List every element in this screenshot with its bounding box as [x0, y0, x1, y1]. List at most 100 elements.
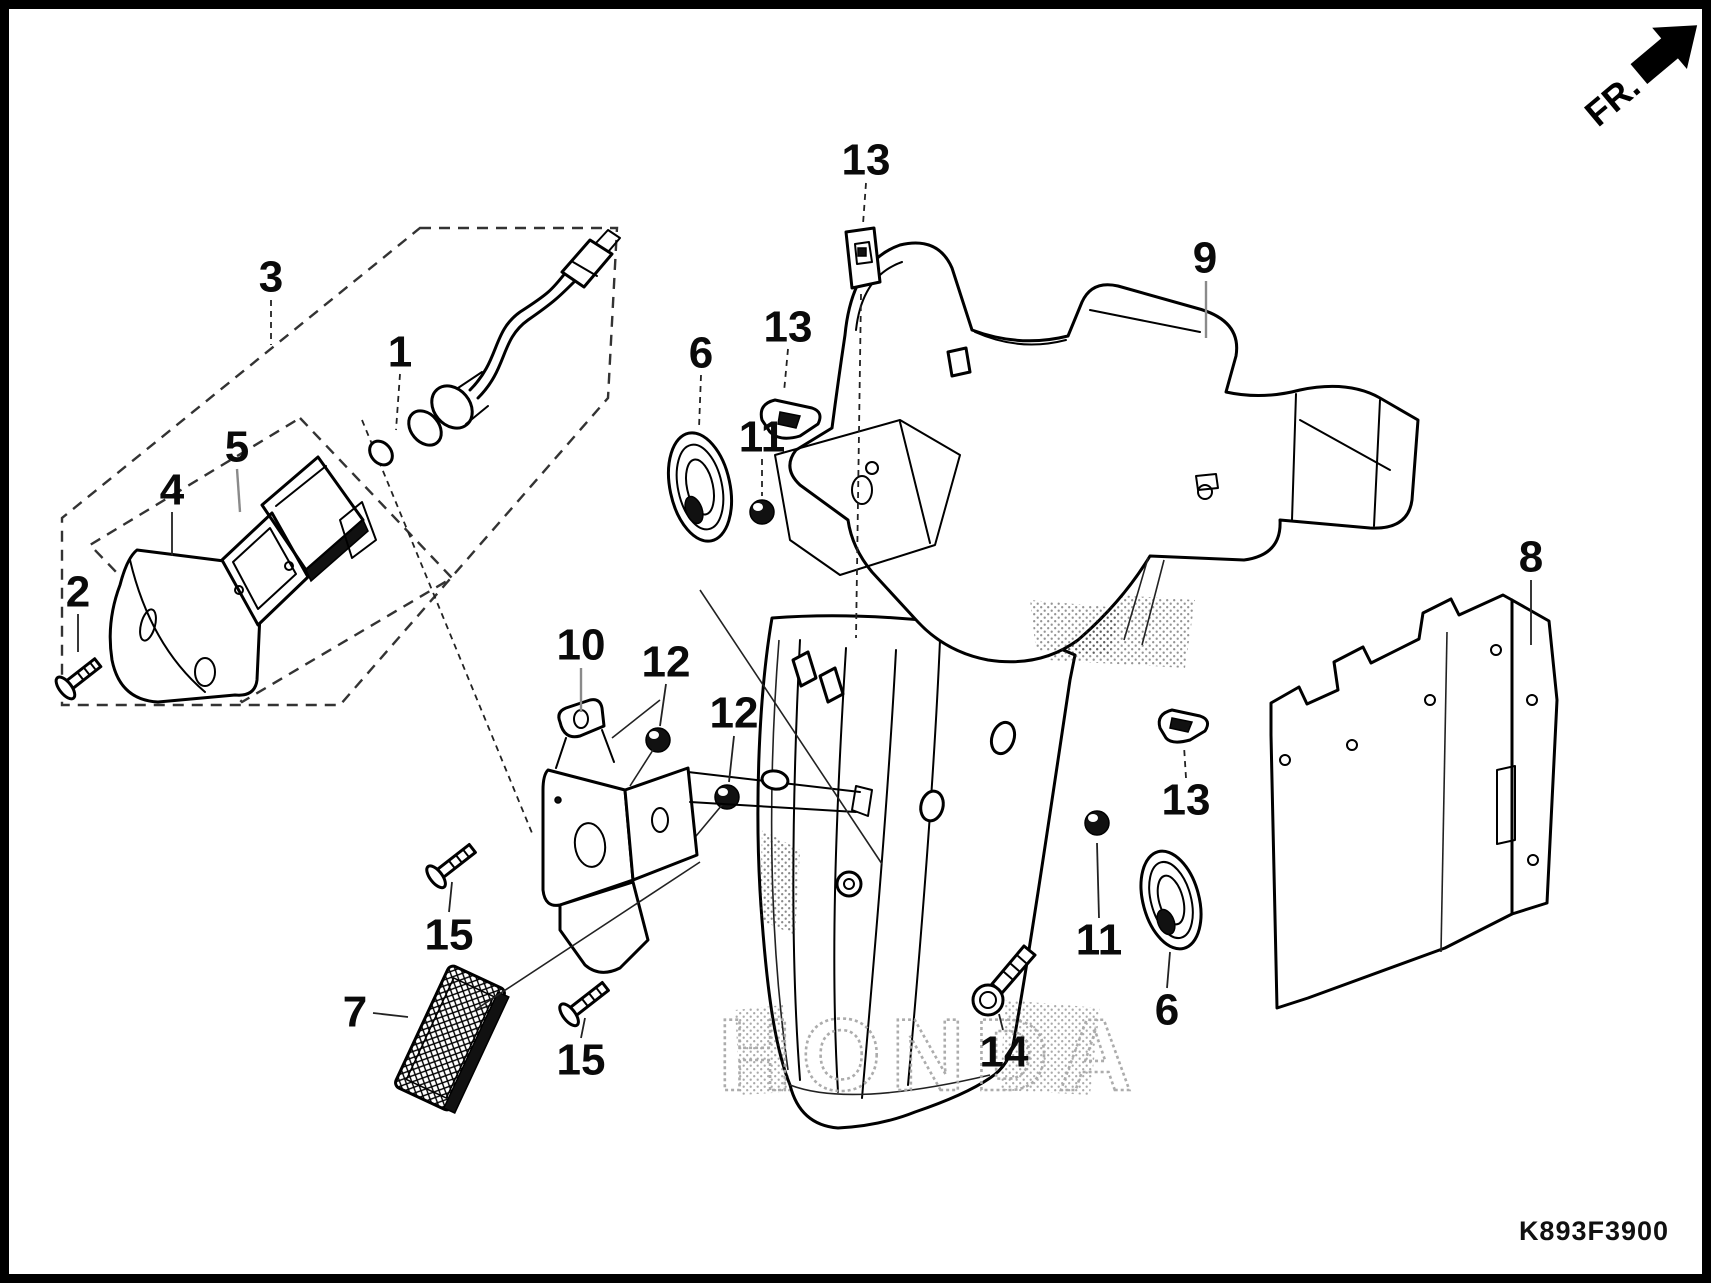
housing-hole: [194, 657, 216, 687]
nut-body: [1084, 810, 1110, 836]
callout-6-leader: [1166, 951, 1171, 989]
fender-rib: [861, 649, 897, 1099]
callout-5: 5: [225, 423, 249, 472]
fender-hole: [919, 789, 945, 823]
reflector-side: [442, 990, 510, 1115]
bolt-14: [971, 944, 1037, 1017]
grommet-mid: [1148, 860, 1194, 940]
bulb: [368, 439, 394, 467]
clip-slot: [857, 247, 867, 257]
screw-thread: [82, 666, 91, 677]
license-bracket-10: [541, 698, 873, 974]
callout-12: 12: [710, 689, 759, 738]
mud-flap-hole: [1527, 854, 1539, 866]
callout-15: 15: [557, 1036, 606, 1085]
callout-13: 13: [842, 136, 891, 185]
screw-thread: [587, 991, 597, 1002]
callout-14-leader: [998, 1013, 1004, 1031]
bolt-flange: [971, 983, 1005, 1017]
callout-11-leader: [1096, 842, 1100, 919]
clip-13b: [759, 398, 822, 440]
fender-bottom-liner: [789, 1074, 991, 1096]
callout-3: 3: [259, 253, 283, 302]
bracket-neck: [555, 737, 567, 769]
connector-line: [1123, 557, 1149, 641]
callout-8: 8: [1519, 533, 1543, 582]
small-hole: [865, 461, 879, 475]
mud-flap-hole: [1279, 754, 1291, 766]
shade-patch: [1030, 600, 1120, 655]
fender-hole-inner: [843, 878, 855, 890]
bracket-side-face: [623, 766, 699, 882]
screw-head: [425, 864, 447, 890]
gasket-inner: [232, 527, 297, 610]
fender-bracket-line: [699, 589, 883, 865]
mud-flap-hole: [1424, 694, 1436, 706]
gasket-hole: [234, 585, 244, 595]
mud-flap-hole: [1346, 739, 1358, 751]
nut-body: [749, 499, 775, 525]
socket-body: [457, 371, 489, 425]
bolt-head: [979, 991, 997, 1009]
socket-mouth: [407, 409, 443, 447]
screw-15b: [558, 981, 610, 1028]
stipple-patch: [1000, 1000, 1100, 1095]
screw-thread: [454, 853, 464, 864]
housing-curve: [129, 559, 206, 693]
callout-1: 1: [388, 328, 412, 377]
nut-highlight: [753, 503, 763, 511]
callout-6: 6: [689, 329, 713, 378]
lens-inner-line: [275, 465, 327, 507]
inner-fender-9: [774, 241, 1420, 664]
callout-7-leader: [372, 1012, 409, 1018]
screw-thread: [447, 859, 456, 870]
inner-fender-edge-line: [974, 331, 1067, 346]
mud-flap-hole: [1490, 644, 1502, 656]
mud-flap-fold-line: [1440, 631, 1448, 953]
callout-7: 7: [343, 988, 367, 1037]
inner-fender-panel-line: [1291, 393, 1297, 521]
inner-fender-panel-line: [1089, 309, 1201, 333]
clip-slot: [1195, 473, 1219, 491]
callout-13-leader: [862, 182, 867, 225]
grommet-shadow: [684, 495, 704, 525]
callout-6: 6: [1155, 986, 1179, 1035]
bolt-thread: [1017, 955, 1027, 964]
bracket-arm: [689, 801, 857, 813]
callout-10: 10: [557, 621, 606, 670]
mud-flap-side-panel: [1510, 598, 1559, 916]
screw-2: [54, 657, 103, 701]
mud-flap-tab: [1496, 765, 1516, 845]
screw-head: [54, 675, 77, 701]
screw-thread: [88, 661, 98, 672]
callout-11: 11: [739, 413, 786, 462]
grommet-outer: [667, 431, 733, 543]
fender-hole: [835, 870, 863, 898]
grommet-inner: [1156, 874, 1186, 926]
fender-slot: [818, 666, 845, 704]
grommet-shadow: [1156, 908, 1176, 936]
callout-12-leader: [659, 683, 667, 727]
mud-flap-main-panel: [1269, 593, 1514, 1010]
callout-15-leader: [580, 1017, 586, 1039]
bolt-shaft: [990, 944, 1037, 995]
clip-shade: [777, 411, 801, 429]
front-direction-indicator: FR.: [1577, 25, 1698, 134]
clip-install-line: [855, 293, 862, 639]
callout-4: 4: [160, 466, 185, 515]
grommet-6b: [1139, 849, 1203, 951]
bracket-big-hole: [573, 822, 607, 868]
fender-rib: [907, 639, 941, 1086]
grommet-mid: [675, 443, 725, 531]
fender-hole: [989, 720, 1017, 756]
bracket-lower-flap: [558, 880, 650, 974]
arm-pad: [760, 769, 790, 791]
callout-13-leader: [783, 348, 789, 393]
reflector-7: [394, 964, 510, 1115]
grommet-inner: [685, 458, 715, 516]
callout-9: 9: [1193, 234, 1217, 283]
taillight-lens-unit: [260, 455, 377, 583]
